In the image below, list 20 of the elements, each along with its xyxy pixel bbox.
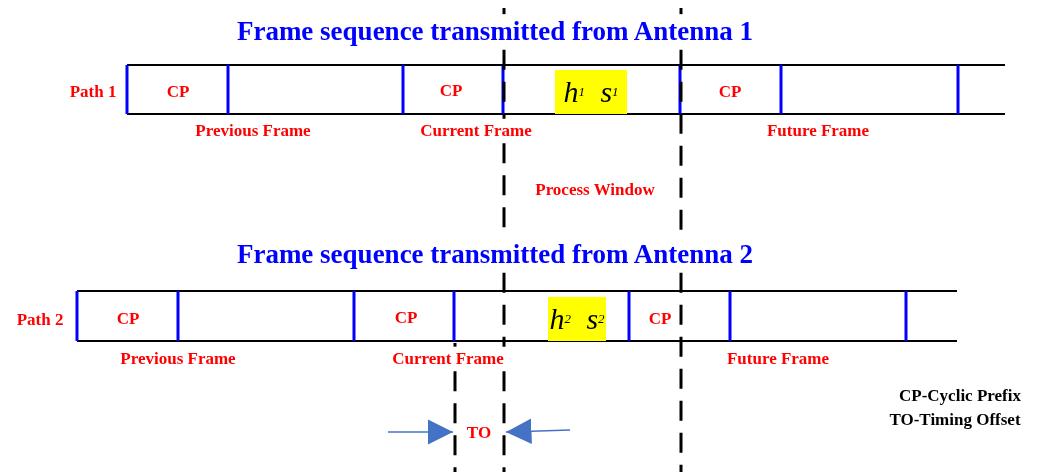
path-label: Path 2: [16, 310, 64, 330]
frame-label: CP: [439, 81, 463, 101]
frame-label: Current Frame: [392, 349, 504, 369]
frame-label: CP: [116, 309, 140, 329]
abbreviation-note: TO-Timing Offset: [889, 410, 1021, 430]
frame-label: Current Frame: [420, 121, 532, 141]
frame-label: Previous Frame: [120, 349, 236, 369]
frame-label: CP: [166, 82, 190, 102]
window-label: Process Window: [535, 180, 655, 200]
frame-label: Previous Frame: [195, 121, 311, 141]
heading: Frame sequence transmitted from Antenna 2: [236, 240, 754, 270]
frame-label: Future Frame: [766, 121, 870, 141]
heading: Frame sequence transmitted from Antenna 1: [236, 17, 754, 47]
frame-label: CP: [394, 308, 418, 328]
frame-label: CP: [718, 82, 742, 102]
abbreviation-note: CP-Cyclic Prefix: [899, 386, 1021, 406]
offset-label: TO: [466, 423, 492, 443]
frame-label: Future Frame: [726, 349, 830, 369]
path-label: Path 1: [69, 82, 117, 102]
frame-label: CP: [648, 309, 672, 329]
